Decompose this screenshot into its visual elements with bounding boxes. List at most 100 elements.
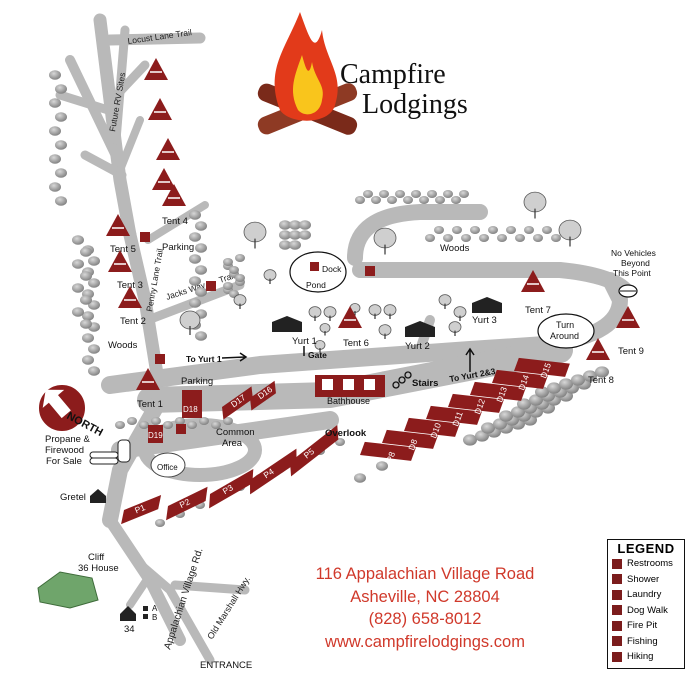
tent-icon[interactable] [106,214,130,236]
yurt-1-icon[interactable] [272,316,302,332]
rock-icon [49,70,61,80]
tent-icon[interactable] [338,306,362,328]
rock-icon [189,298,201,308]
tent-8-label[interactable]: Tent 8 [588,375,614,386]
rock-icon [533,234,543,242]
campsite-d13[interactable]: D13 [470,371,526,413]
campsite-p5[interactable]: P5 [284,425,345,477]
yurt-2-label[interactable]: Yurt 2 [405,341,430,352]
tent-1-label[interactable]: Tent 1 [137,399,163,410]
legend-item-dog-walk: Dog Walk [608,603,684,619]
bathhouse-building[interactable] [315,375,385,397]
rock-icon [189,276,201,286]
rock-icon [80,247,92,257]
rock-icon [195,331,207,341]
campsite-d12[interactable]: D12 [448,383,504,425]
pond-label: Pond [306,280,326,290]
rock-icon [88,366,100,376]
tree-icon [448,321,462,336]
campsite-d19[interactable]: D19 [148,425,163,443]
legend-item-hiking: Hiking [608,649,684,665]
yurt-2-icon[interactable] [405,321,435,337]
tent-icon[interactable] [136,368,160,390]
rock-icon [189,254,201,264]
rock-icon [88,256,100,266]
rock-icon [88,344,100,354]
rock-icon [387,196,397,204]
gretel-label: Gretel [60,492,86,503]
rock-icon [524,226,534,234]
tent-6-label[interactable]: Tent 6 [343,338,369,349]
bathhouse-label[interactable]: Bathhouse [327,396,370,406]
tree-icon [558,219,582,247]
title-line-2: Lodgings [362,89,468,120]
campsite-p1[interactable]: P1 [117,495,166,525]
office-label[interactable]: Office [157,463,178,472]
tent-icon[interactable] [586,338,610,360]
legend-item-restrooms: Restrooms [608,556,684,572]
tent-icon[interactable] [148,98,172,120]
address-city: Asheville, NC 28804 [350,587,500,606]
office-building[interactable] [150,452,186,478]
tent-icon[interactable] [162,184,186,206]
rock-icon [463,434,477,446]
address-website[interactable]: www.campfirelodgings.com [325,632,525,651]
rock-icon [127,417,137,425]
tent-7-label[interactable]: Tent 7 [525,305,551,316]
tent-icon[interactable] [152,168,176,190]
campsite-p4[interactable]: P4 [243,448,303,495]
campsite-p3[interactable]: P3 [203,469,259,509]
rock-icon [289,220,301,230]
rock-icon [279,240,291,250]
rock-icon [506,226,516,234]
rock-icon [583,370,597,382]
tent-9-label[interactable]: Tent 9 [618,346,644,357]
rock-icon [425,234,435,242]
rock-icon [452,226,462,234]
tent-3-label[interactable]: Tent 3 [117,280,143,291]
no-vehicles-label-1: No Vehicles [611,248,656,258]
yurt-3-icon[interactable] [472,297,502,313]
tent-icon[interactable] [521,270,545,292]
campsite-d10[interactable]: D10 [404,407,460,449]
tent-2-label[interactable]: Tent 2 [120,316,146,327]
campsite-d14[interactable]: D14 [492,359,548,401]
rock-icon [461,234,471,242]
campsite-d15[interactable]: D15 [514,347,570,389]
yurt-3-label[interactable]: Yurt 3 [472,315,497,326]
yurt-1-label[interactable]: Yurt 1 [292,336,317,347]
rock-icon [235,274,245,282]
campsite-p8[interactable]: P8 [360,431,416,473]
campsite-d8[interactable]: D8 [382,419,438,461]
rock-icon [535,386,549,398]
address-phone[interactable]: (828) 658-8012 [368,610,482,628]
campsite-p2[interactable]: P2 [161,486,213,521]
legend-item-laundry: Laundry [608,587,684,603]
rock-icon [223,417,233,425]
rock-icon [435,196,445,204]
dock-label: Dock [322,264,342,274]
campsite-d18[interactable]: D18 [182,390,202,418]
rock-icon [72,235,84,245]
rock-icon [403,196,413,204]
dog-walk-icon [612,605,622,616]
rock-icon [189,232,201,242]
campsite-d11[interactable]: D11 [426,395,482,437]
woods-label-top: Woods [440,243,470,254]
rock-icon [379,190,389,198]
campsite-label: P8 [384,450,397,463]
tent-icon[interactable] [108,250,132,272]
tent-4-label[interactable]: Tent 4 [162,216,188,227]
overlook-label: Overlook [325,428,367,439]
tent-icon[interactable] [156,138,180,160]
tent-icon[interactable] [616,306,640,328]
tent-icon[interactable] [144,58,168,80]
rock-icon [289,230,301,240]
campsite-label: P1 [133,502,147,515]
campsite-label: P4 [261,466,275,480]
tent-5-label[interactable]: Tent 5 [110,244,136,255]
tent-icon[interactable] [118,286,142,308]
penny-lane-label: Penny Lane Trail [144,248,165,313]
common-area-label-1: Common [216,427,255,438]
